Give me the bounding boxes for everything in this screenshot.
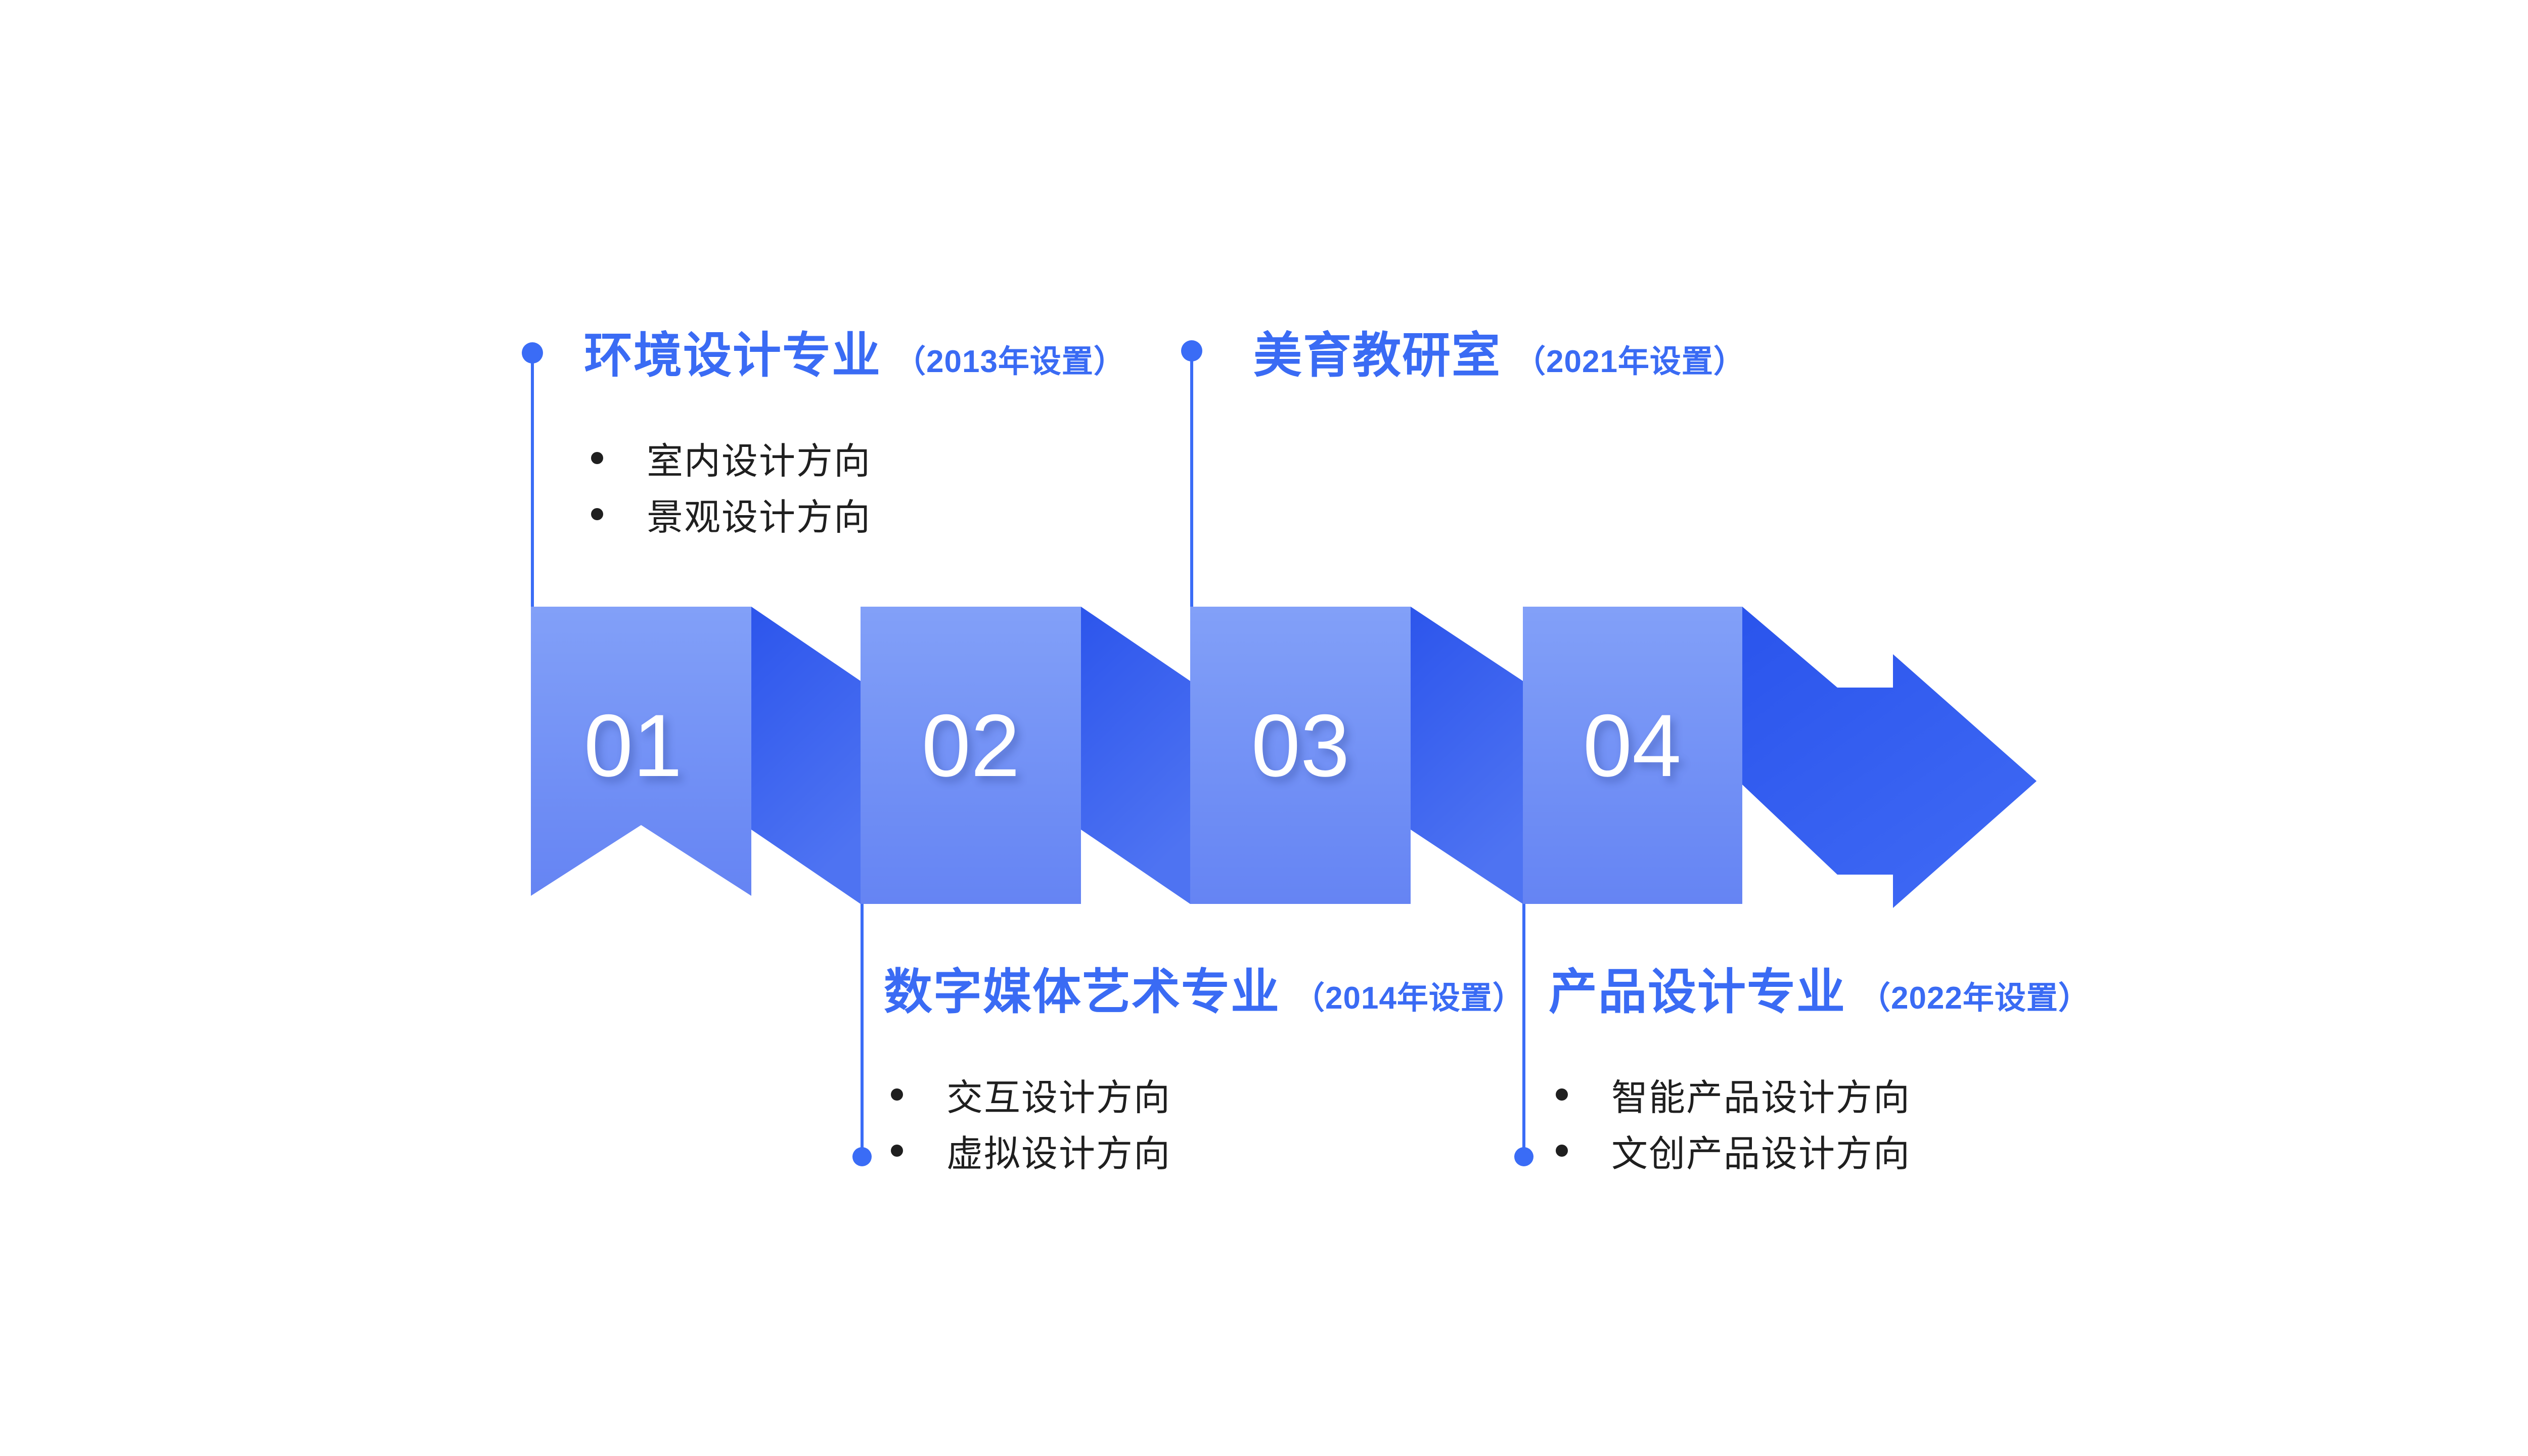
- ribbon-step3-shape: [1190, 607, 1411, 904]
- step1-bullet-1: 室内设计方向: [647, 441, 872, 482]
- ribbon-step1-shape: [531, 607, 751, 896]
- step2-label: 数字媒体艺术专业 （2014年设置） 交互设计方向 虚拟设计方向: [884, 960, 1524, 1178]
- bullet-dot-icon: [591, 451, 603, 464]
- bullet-dot-icon: [891, 1144, 903, 1157]
- forward-arrow-icon: [1742, 607, 2037, 908]
- step1-bullets: 室内设计方向 景观设计方向: [584, 430, 1125, 542]
- ribbon-fold-1-2: [751, 607, 861, 904]
- list-item: 智能产品设计方向: [1549, 1066, 2090, 1122]
- list-item: 景观设计方向: [584, 486, 1125, 542]
- step1-title-row: 环境设计专业 （2013年设置）: [584, 324, 1125, 388]
- step1-bullet-2: 景观设计方向: [647, 497, 872, 538]
- step2-bullet-1: 交互设计方向: [946, 1078, 1171, 1118]
- step3-label: 美育教研室 （2021年设置）: [1253, 324, 1745, 388]
- step4-bullet-1: 智能产品设计方向: [1611, 1078, 1911, 1118]
- bullet-dot-icon: [1556, 1088, 1568, 1101]
- step4-title: 产品设计专业: [1549, 965, 1846, 1019]
- step-number-3: 03: [1251, 697, 1350, 795]
- connector-dot-step2: [852, 1147, 872, 1166]
- step1-title: 环境设计专业: [584, 329, 881, 383]
- connector-dot-step4: [1514, 1147, 1533, 1166]
- step2-year: （2014年设置）: [1293, 981, 1524, 1016]
- ribbon-step2-shape: [861, 607, 1081, 904]
- list-item: 文创产品设计方向: [1549, 1122, 2090, 1178]
- list-item: 虚拟设计方向: [884, 1122, 1524, 1178]
- step-number-1: 01: [584, 697, 683, 795]
- step1-label: 环境设计专业 （2013年设置） 室内设计方向 景观设计方向: [584, 324, 1125, 542]
- step3-title: 美育教研室: [1253, 329, 1501, 383]
- list-item: 交互设计方向: [884, 1066, 1524, 1122]
- connector-dot-step1: [522, 342, 543, 363]
- step-number-2: 02: [922, 697, 1020, 795]
- step4-year: （2022年设置）: [1859, 981, 2090, 1016]
- ribbon-fold-3-4: [1411, 607, 1523, 904]
- connector-dot-step3: [1181, 340, 1202, 361]
- ribbon-fold-2-3: [1081, 607, 1190, 904]
- step3-title-row: 美育教研室 （2021年设置）: [1253, 324, 1745, 388]
- step3-year: （2021年设置）: [1514, 344, 1745, 379]
- step4-bullets: 智能产品设计方向 文创产品设计方向: [1549, 1066, 2090, 1178]
- ribbon-step4-shape: [1523, 607, 1742, 904]
- step1-year: （2013年设置）: [894, 344, 1125, 379]
- step4-label: 产品设计专业 （2022年设置） 智能产品设计方向 文创产品设计方向: [1549, 960, 2090, 1178]
- step4-bullet-2: 文创产品设计方向: [1611, 1134, 1911, 1174]
- bullet-dot-icon: [591, 508, 603, 520]
- step2-bullet-2: 虚拟设计方向: [946, 1134, 1171, 1174]
- step2-title-row: 数字媒体艺术专业 （2014年设置）: [884, 960, 1524, 1024]
- bullet-dot-icon: [1556, 1144, 1568, 1157]
- step4-title-row: 产品设计专业 （2022年设置）: [1549, 960, 2090, 1024]
- list-item: 室内设计方向: [584, 430, 1125, 486]
- step2-bullets: 交互设计方向 虚拟设计方向: [884, 1066, 1524, 1178]
- step2-title: 数字媒体艺术专业: [884, 965, 1280, 1019]
- step-number-4: 04: [1583, 697, 1682, 795]
- bullet-dot-icon: [891, 1088, 903, 1101]
